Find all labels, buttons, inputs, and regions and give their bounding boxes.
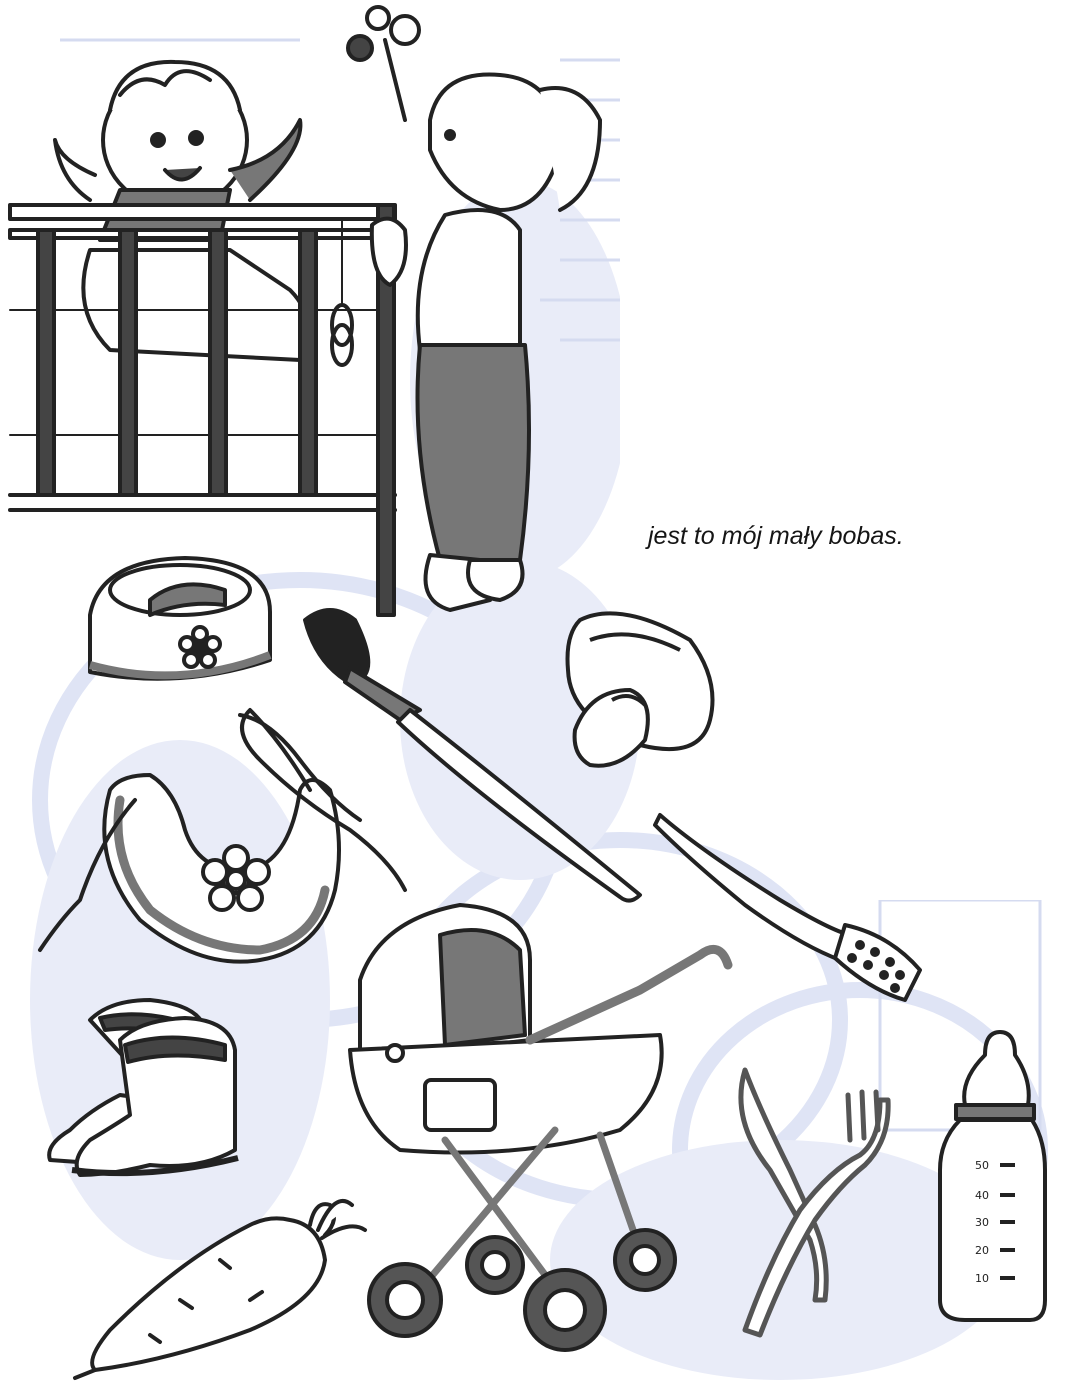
bottle-scale-10: 10 [975, 1272, 989, 1285]
bottle-scale-30: 30 [975, 1216, 989, 1229]
bottle-scale-40: 40 [975, 1189, 989, 1202]
caption-text: jest to mój mały bobas. [648, 522, 904, 550]
bottle-scale-50: 50 [975, 1159, 989, 1172]
bottle-scale-20: 20 [975, 1244, 989, 1257]
